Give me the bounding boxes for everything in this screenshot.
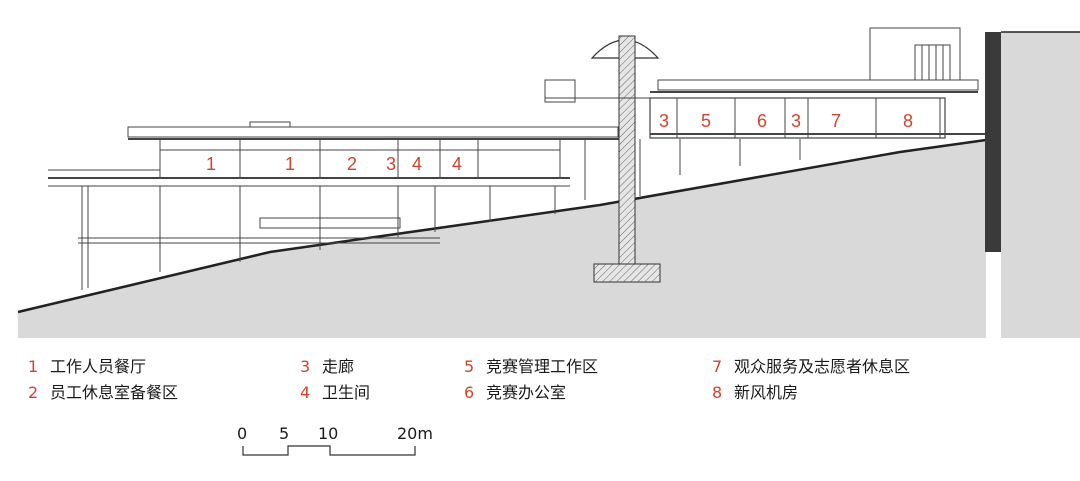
- east-wing-structure: [544, 27, 985, 200]
- hill-mass: [1001, 32, 1080, 338]
- room-label: 1: [285, 154, 295, 174]
- room-label: 6: [757, 111, 767, 131]
- scale-tick-label: 5: [279, 424, 290, 443]
- upper-floor-west: [127, 121, 620, 179]
- room-label: 4: [412, 154, 422, 174]
- room-label: 3: [659, 111, 669, 131]
- room-label: 2: [347, 154, 357, 174]
- ground-line: [17, 138, 987, 314]
- ground-slope: [18, 140, 986, 338]
- scale-tick-label: 20m: [397, 424, 433, 443]
- room-label: 1: [206, 154, 216, 174]
- room-label: 5: [701, 111, 711, 131]
- room-label: 3: [791, 111, 801, 131]
- scale-tick-label: 10: [318, 424, 339, 443]
- central-column: [590, 35, 661, 283]
- retaining-wall: [985, 32, 1001, 252]
- room-label: 3: [386, 154, 396, 174]
- room-label: 7: [831, 111, 841, 131]
- scale-tick-label: 0: [237, 424, 248, 443]
- room-label: 4: [452, 154, 462, 174]
- scale-bar: [242, 445, 416, 456]
- room-label: 8: [903, 111, 913, 131]
